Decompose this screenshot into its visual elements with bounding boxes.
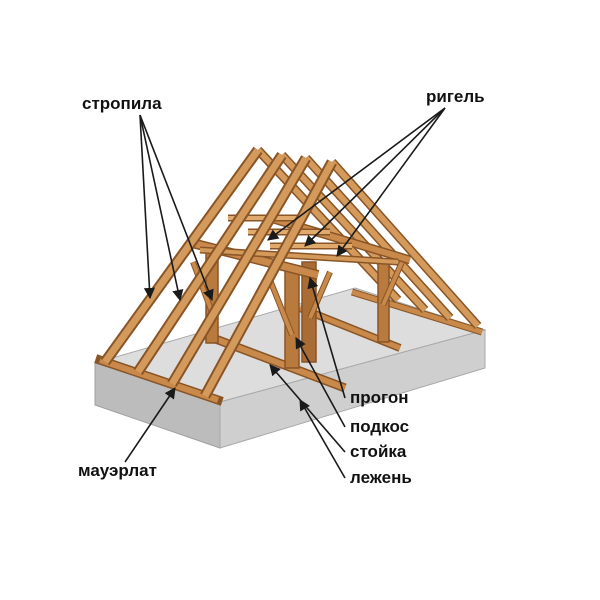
leader-lezhen [299,399,346,479]
label-mauerlat: мауэрлат [78,461,157,480]
label-progon: прогон [350,388,409,407]
leader-mauerlat [124,387,176,463]
label-stoika: стойка [350,442,407,461]
rafters-left-slope [100,146,337,399]
label-rigel: ригель [426,87,485,106]
label-stropila: стропила [82,94,162,113]
label-lezhen: лежень [350,468,412,487]
podkos-struts [190,260,405,337]
leader-podkos [295,337,346,428]
label-podkos: подкос [350,417,410,436]
leader-stropila [139,114,214,302]
leader-lines [124,107,446,479]
slab-front-face [219,329,486,449]
leader-rigel [267,107,446,257]
leader-progon [307,276,346,399]
